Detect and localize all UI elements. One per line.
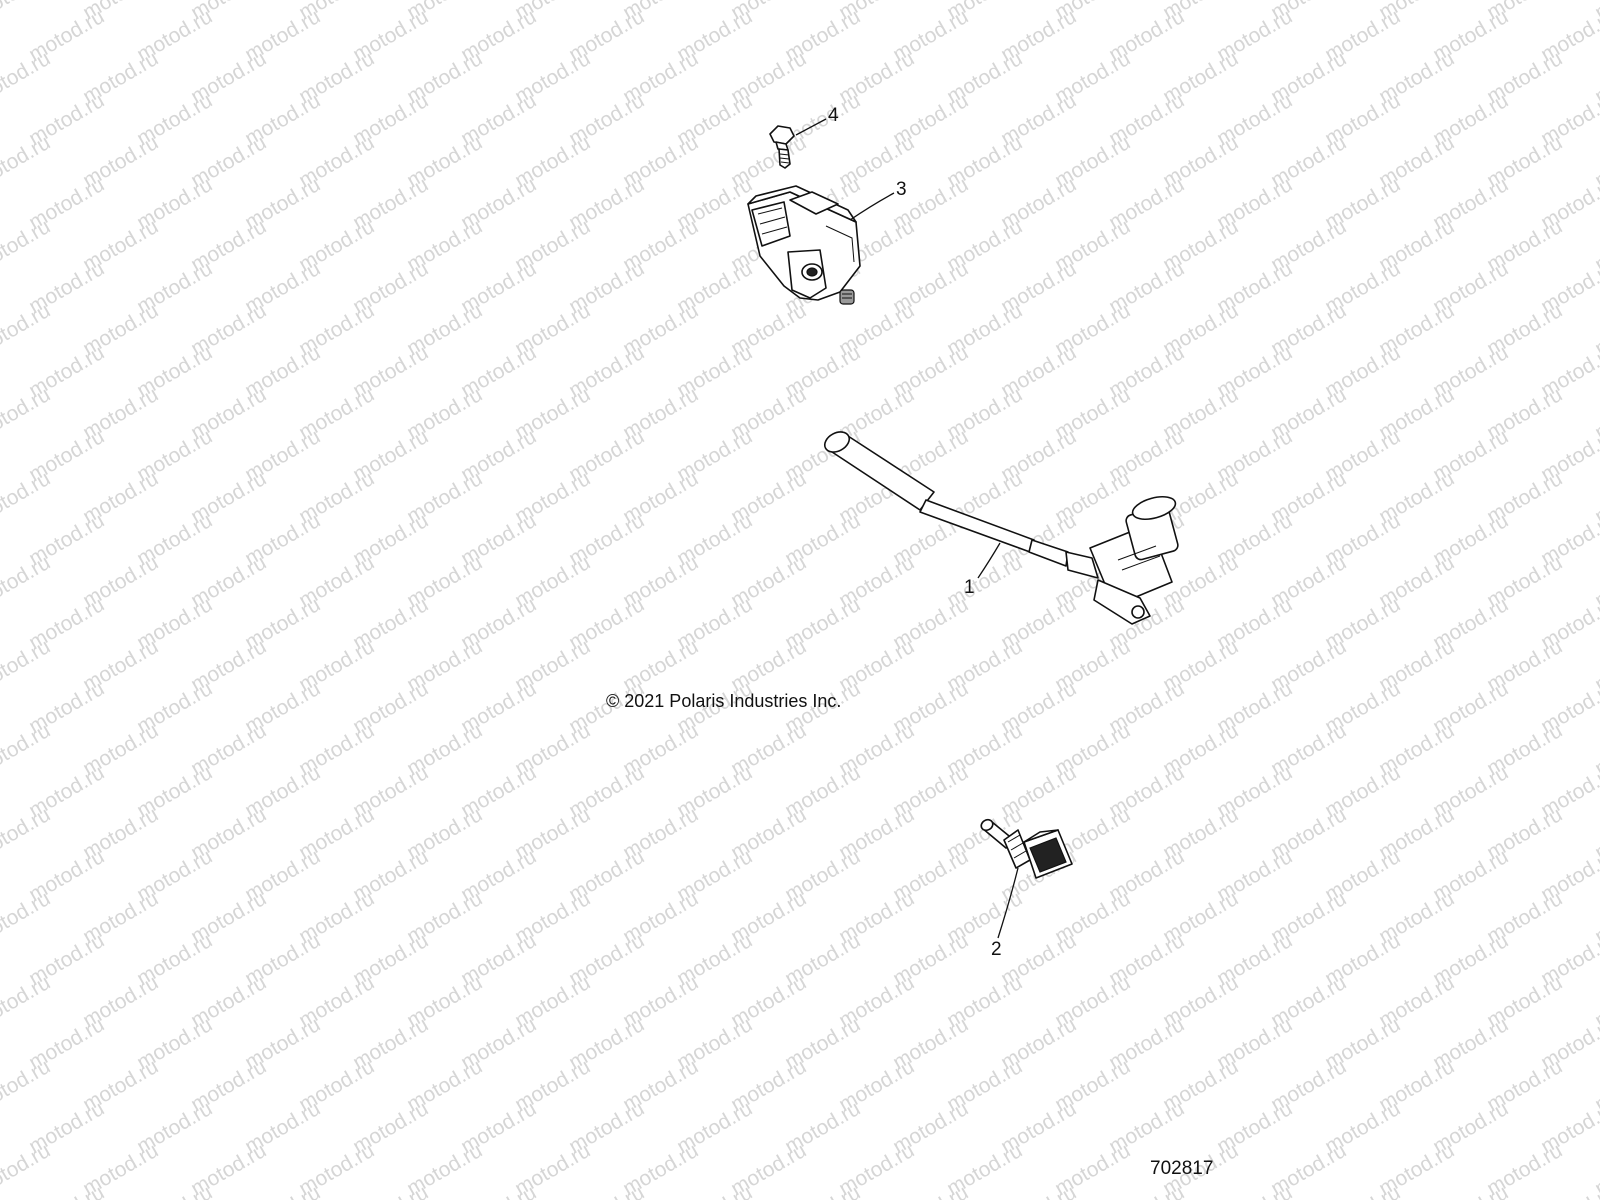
watermark-text: motod.ru [25, 1181, 108, 1200]
temperature-sensor-icon [980, 818, 1073, 879]
watermark-text: motod.ru [0, 1139, 54, 1200]
watermark-text: motod.ru [889, 1181, 972, 1200]
map-sensor-icon [747, 185, 861, 305]
leader-line-4 [795, 118, 827, 136]
watermark-text: motod.ru [0, 719, 54, 780]
watermark-text: motod.ru [997, 1181, 1080, 1200]
watermark-text: motod.ru [1591, 0, 1600, 24]
watermark-text: motod.ru [241, 1181, 324, 1200]
watermark-text: motod.ru [0, 215, 54, 276]
leader-line-3 [849, 192, 895, 221]
watermark-text: motod.ru [0, 551, 54, 612]
watermark-text: motod.ru [1321, 1181, 1404, 1200]
watermark-text: motod.ru [457, 1181, 540, 1200]
watermark-text: motod.ru [349, 1181, 432, 1200]
figure-number: 702817 [1150, 1158, 1214, 1179]
callout-3: 3 [896, 179, 907, 200]
watermark-text: motod.ru [0, 887, 54, 948]
watermark-text: motod.ru [0, 47, 54, 108]
watermark-text: motod.ru [0, 299, 54, 360]
watermark-text: motod.ru [1105, 1181, 1188, 1200]
bolt-icon [769, 125, 795, 169]
watermark-text: motod.ru [0, 635, 54, 696]
watermark-text: motod.ru [0, 0, 54, 24]
watermark-text: motod.ru [0, 131, 54, 192]
callout-1: 1 [964, 577, 975, 598]
watermark-text: motod.ru [0, 803, 54, 864]
crankshaft-position-sensor-icon [823, 431, 1179, 625]
watermark-text: motod.ru [0, 467, 54, 528]
watermark-text: motod.ru [1537, 1181, 1600, 1200]
leader-line-2 [997, 867, 1019, 939]
callout-2: 2 [991, 939, 1002, 960]
leader-line-1 [977, 542, 1001, 579]
watermark-text: motod.ru [1213, 1181, 1296, 1200]
callout-4: 4 [828, 105, 839, 126]
watermark-text: motod.ru [781, 1181, 864, 1200]
watermark-text: motod.ru [0, 383, 54, 444]
watermark-text: motod.ru [0, 971, 54, 1032]
watermark-text: motod.ru [1429, 1181, 1512, 1200]
watermark-text: motod.ru [0, 1055, 54, 1116]
copyright-notice: © 2021 Polaris Industries Inc. [606, 691, 842, 711]
watermark-text: motod.ru [673, 1181, 756, 1200]
watermark-text: motod.ru [133, 1181, 216, 1200]
watermark-text: motod.ru [565, 1181, 648, 1200]
